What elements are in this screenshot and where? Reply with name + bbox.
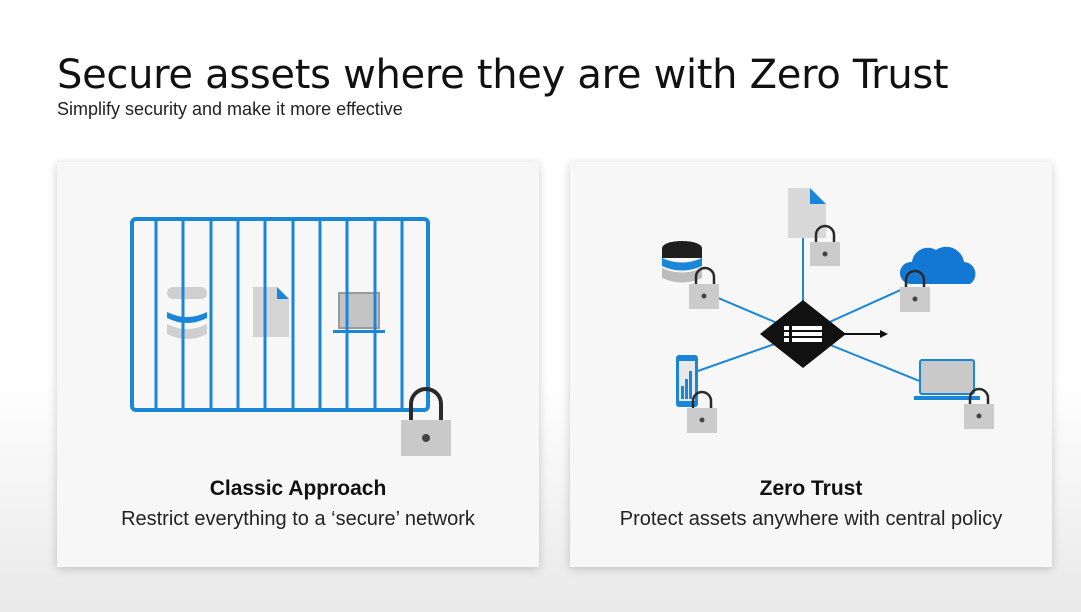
classic-approach-description: Restrict everything to a ‘secure’ networ… [121, 508, 475, 530]
database-icon [167, 287, 207, 339]
classic-approach-heading: Classic Approach [209, 477, 387, 500]
cage-bars [130, 217, 430, 412]
database-icon [662, 241, 702, 283]
slide-subtitle: Simplify security and make it more effec… [57, 99, 403, 119]
padlock-icon [689, 266, 719, 309]
mobile-icon [676, 355, 698, 407]
padlock-icon [810, 224, 840, 266]
padlock-icon [687, 390, 717, 433]
zero-trust-card: Zero Trust Protect assets anywhere with … [570, 162, 1052, 567]
laptop-icon [914, 359, 980, 400]
zero-trust-illustration [662, 188, 994, 433]
classic-approach-illustration [130, 217, 451, 456]
padlock-icon [964, 387, 994, 429]
zero-trust-heading: Zero Trust [759, 477, 863, 500]
padlock-icon [401, 387, 451, 456]
document-icon [253, 287, 289, 337]
cloud-icon [899, 246, 976, 284]
slide-title: Secure assets where they are with Zero T… [57, 52, 949, 98]
laptop-icon [333, 292, 385, 333]
zero-trust-description: Protect assets anywhere with central pol… [619, 508, 1003, 530]
document-icon [788, 188, 826, 238]
classic-approach-card: Classic Approach Restrict everything to … [57, 162, 539, 567]
policy-engine-icon [760, 300, 888, 368]
padlock-icon [900, 269, 930, 312]
